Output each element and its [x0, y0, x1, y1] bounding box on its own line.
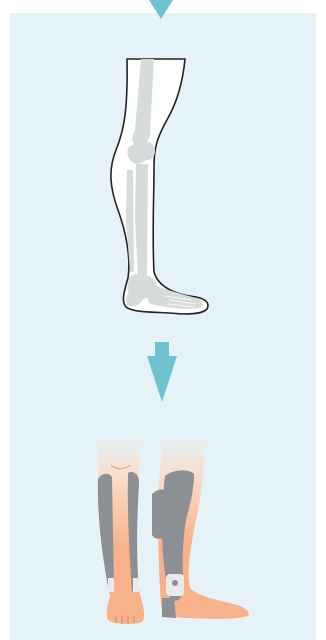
fibula-bone [126, 170, 134, 272]
middle-arrow [147, 342, 177, 402]
arrow-shaft [155, 342, 169, 356]
side-brace-heel [162, 598, 176, 618]
front-ankle-strap-right [133, 578, 139, 592]
side-brace-calf-pad [152, 490, 168, 539]
leg-bone-illustration [111, 59, 208, 314]
braced-leg-side-view [152, 437, 249, 619]
down-arrow-icon [147, 356, 177, 402]
top-arrow [149, 0, 173, 19]
side-brace-hinge [172, 580, 178, 586]
leg-outline [111, 59, 208, 314]
front-ankle-strap-left [108, 578, 114, 592]
down-arrow-icon [149, 0, 173, 19]
front-brace-left-shell [98, 474, 114, 592]
braced-leg-front-view [98, 437, 144, 624]
